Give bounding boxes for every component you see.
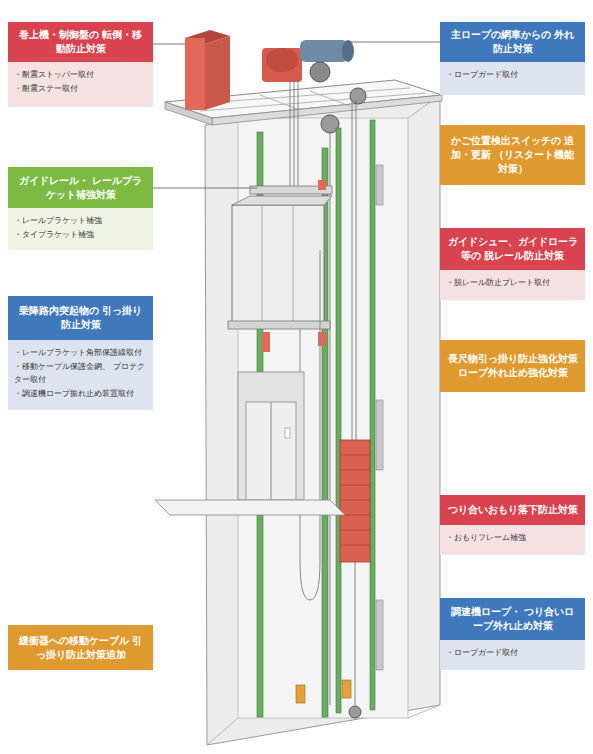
counterweight-stripes xyxy=(340,455,370,545)
bullet-item: ・耐震ストッパー取付 xyxy=(14,68,147,82)
governor-rope xyxy=(330,133,331,705)
callout-box: 巻上機・制御盤の 転倒・移動防止対策・耐震ストッパー取付・耐震ステー取付 xyxy=(8,22,153,107)
callout-box: 乗降路内突起物の 引っ掛り防止対策・レールブラケット角部保護線取付・移動ケーブル… xyxy=(8,296,153,410)
counterweight-rail xyxy=(336,128,341,713)
bullet-item: ・ロープガード取付 xyxy=(446,646,579,660)
leader-line xyxy=(153,44,185,45)
stripe xyxy=(340,470,370,471)
main-sheave xyxy=(310,62,330,82)
counterweight-rail xyxy=(370,120,375,710)
landing-door xyxy=(246,402,296,500)
callout-body: ・レールブラケット角部保護線取付・移動ケーブル保護金網、 プロテクター取付・調速… xyxy=(8,340,153,410)
stripe xyxy=(340,455,370,456)
callout-heading: 長尺物引っ掛り防止強化対策 ロープ外れ止め強化対策 xyxy=(440,340,585,392)
beam xyxy=(200,93,425,111)
callout-heading: ガイドシュー、ガイドローラ等の 脱レール防止対策 xyxy=(440,228,585,270)
bullet-item: ・移動ケーブル保護金網、 プロテクター取付 xyxy=(14,360,147,387)
main-rope xyxy=(290,80,291,190)
callout-heading: つり合いおもり落下防止対策 xyxy=(440,495,585,525)
callout-body: ・耐震ストッパー取付・耐震ステー取付 xyxy=(8,62,153,107)
bullet-item: ・レールブラケット補強 xyxy=(14,214,147,228)
rail-bracket xyxy=(376,165,383,205)
callout-heading: ガイドレール・ レールブラケット補強対策 xyxy=(8,167,153,208)
buffer xyxy=(342,680,351,698)
bullet-item: ・おもりフレーム補強 xyxy=(446,531,579,545)
callout-heading: 調速機ロープ・ つり合いロープ外れ止め対策 xyxy=(440,598,585,640)
callout-heading: 緩衝器への移動ケーブル 引っ掛り防止対策追加 xyxy=(8,625,153,670)
control-panel xyxy=(185,38,205,110)
main-rope xyxy=(352,100,353,440)
buffer xyxy=(296,685,305,703)
stripe xyxy=(340,545,370,546)
control-panel-side xyxy=(205,36,230,110)
landing-floor xyxy=(155,500,345,515)
callout-box: 調速機ロープ・ つり合いロープ外れ止め対策・ロープガード取付 xyxy=(440,598,585,670)
stripe xyxy=(340,530,370,531)
leader-line xyxy=(153,188,257,189)
callout-box: かご位置検出スイッチの 追加・更新 （リスタート機能対策） xyxy=(440,125,585,185)
car-panel-line xyxy=(262,205,263,323)
callout-heading: 巻上機・制御盤の 転倒・移動防止対策 xyxy=(8,22,153,62)
callout-box: 緩衝器への移動ケーブル 引っ掛り防止対策追加 xyxy=(8,625,153,670)
stripe xyxy=(340,500,370,501)
bullet-item: ・タイブラケット補強 xyxy=(14,228,147,242)
bullet-item: ・調速機ロープ振れ止め装置取付 xyxy=(14,387,147,401)
bullet-item: ・脱レール防止プレート取付 xyxy=(446,276,579,290)
hoist-machine xyxy=(262,48,302,82)
bullet-item: ・耐震ステー取付 xyxy=(14,82,147,96)
callout-box: ガイドレール・ レールブラケット補強対策・レールブラケット補強・タイブラケット補… xyxy=(8,167,153,250)
bullet-item: ・ロープガード取付 xyxy=(446,68,579,82)
hoist-motor xyxy=(300,40,348,62)
hoist-gear xyxy=(266,48,298,72)
tension-sheave xyxy=(349,706,361,718)
callout-body: ・レールブラケット補強・タイブラケット補強 xyxy=(8,208,153,250)
callout-body: ・ロープガード取付 xyxy=(440,640,585,670)
shaft-edge xyxy=(207,718,238,745)
callout-body: ・ロープガード取付 xyxy=(440,62,585,95)
car-platform xyxy=(228,321,330,329)
hall-button xyxy=(285,428,290,438)
guide-shoe xyxy=(262,332,270,352)
shaft-outer xyxy=(205,95,440,745)
callout-box: ガイドシュー、ガイドローラ等の 脱レール防止対策・脱レール防止プレート取付 xyxy=(440,228,585,300)
rail-bracket xyxy=(376,400,383,470)
rail-bracket xyxy=(376,600,383,670)
callout-box: 主ロープの網車からの 外れ防止対策・ロープガード取付 xyxy=(440,22,585,95)
main-rope xyxy=(298,80,299,190)
callout-body: ・脱レール防止プレート取付 xyxy=(440,270,585,300)
main-rope xyxy=(356,100,357,440)
leader-line xyxy=(348,42,440,43)
door-split xyxy=(271,402,272,500)
stripe xyxy=(340,485,370,486)
shaft-edge xyxy=(408,705,440,718)
guide-shoe xyxy=(318,332,326,346)
compensating-rope xyxy=(355,560,356,705)
hoist-motor-end xyxy=(342,40,354,62)
callout-heading: かご位置検出スイッチの 追加・更新 （リスタート機能対策） xyxy=(440,125,585,185)
callout-heading: 主ロープの網車からの 外れ防止対策 xyxy=(440,22,585,62)
car-roof xyxy=(232,196,332,205)
landing-frame xyxy=(238,372,304,500)
main-rope xyxy=(294,80,295,190)
beam xyxy=(310,91,350,106)
car-panel-line xyxy=(293,205,294,323)
callout-box: つり合いおもり落下防止対策・おもりフレーム補強 xyxy=(440,495,585,555)
bullet-item: ・レールブラケット角部保護線取付 xyxy=(14,346,147,360)
callout-box: 長尺物引っ掛り防止強化対策 ロープ外れ止め強化対策 xyxy=(440,340,585,392)
counterweight xyxy=(340,440,370,562)
callout-body: ・おもりフレーム補強 xyxy=(440,525,585,555)
callout-heading: 乗降路内突起物の 引っ掛り防止対策 xyxy=(8,296,153,340)
car-body xyxy=(232,205,324,323)
guide-shoe xyxy=(318,180,326,190)
